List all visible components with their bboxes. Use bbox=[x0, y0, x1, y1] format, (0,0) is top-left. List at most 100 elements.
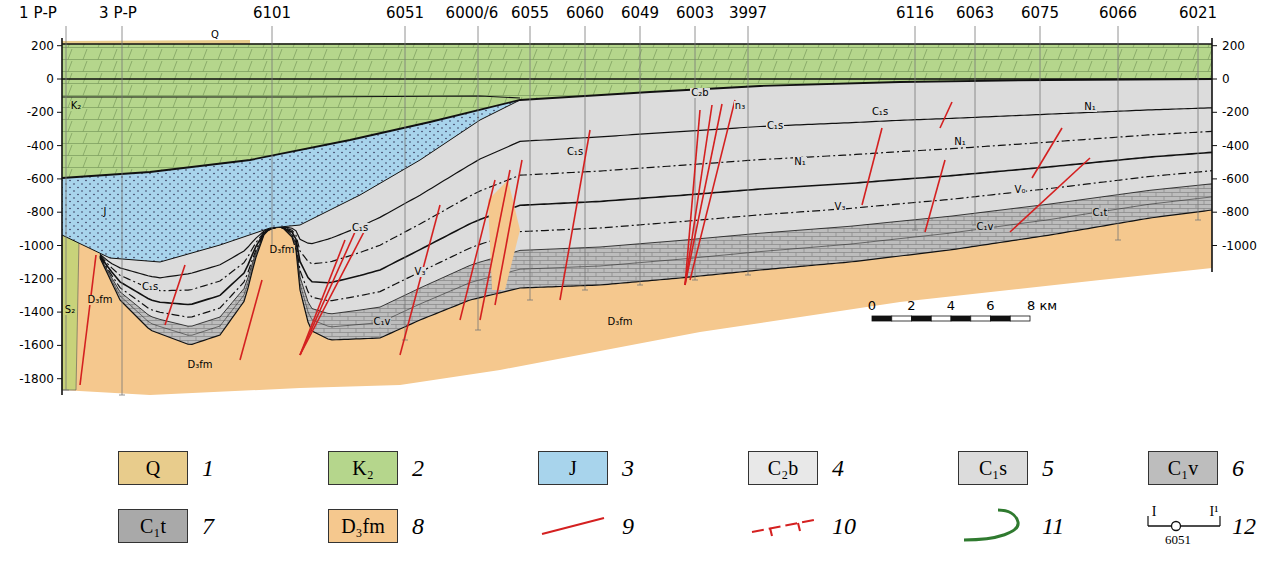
legend-number: 11 bbox=[1042, 514, 1064, 538]
profile-end bbox=[1147, 516, 1148, 526]
unit-label: C₂b bbox=[690, 88, 709, 98]
profile-line-symbol bbox=[1148, 525, 1220, 527]
well-label: 3997 bbox=[728, 6, 768, 21]
unit-label: C₁s bbox=[766, 121, 784, 131]
depth-label: -800 bbox=[1221, 206, 1250, 218]
unit-label: C₁v bbox=[373, 317, 392, 327]
well-trace bbox=[272, 26, 273, 250]
scale-bar-segment bbox=[1010, 316, 1030, 321]
fault-line bbox=[300, 240, 345, 355]
unit-label: n₃ bbox=[734, 101, 746, 111]
unit-label: N₁ bbox=[953, 137, 967, 147]
well-trace bbox=[1118, 26, 1119, 240]
legend-number: 4 bbox=[832, 456, 844, 480]
well-trace bbox=[1198, 26, 1199, 220]
well-bottom bbox=[692, 280, 698, 281]
axis-tick bbox=[57, 212, 62, 213]
unit-label: C₁s bbox=[351, 223, 369, 233]
axis-tick bbox=[57, 345, 62, 346]
unit-label: C₁s bbox=[566, 147, 584, 157]
legend-number: 7 bbox=[202, 514, 214, 538]
well-trace bbox=[405, 26, 406, 340]
fault-line bbox=[240, 280, 262, 360]
scale-label: 6 bbox=[985, 299, 995, 312]
legend-unit-label: J bbox=[568, 458, 578, 478]
well-trace bbox=[530, 26, 531, 300]
fault-line bbox=[300, 228, 366, 355]
well-trace bbox=[695, 26, 696, 280]
well-label: 6051 bbox=[385, 6, 425, 21]
well-bottom bbox=[1037, 220, 1043, 221]
well-label: 6021 bbox=[1178, 6, 1218, 21]
depth-label: -800 bbox=[26, 206, 55, 218]
axis-tick bbox=[1212, 79, 1217, 80]
well-label: 6003 bbox=[675, 6, 715, 21]
depth-label: -400 bbox=[1221, 140, 1250, 152]
fault-line bbox=[460, 180, 495, 320]
scale-label: 0 bbox=[867, 299, 877, 312]
depth-label: -1600 bbox=[18, 339, 55, 351]
well-bottom bbox=[475, 330, 481, 331]
axis-tick bbox=[1212, 245, 1217, 246]
legend-unit-label: Q bbox=[145, 458, 161, 478]
scale-bar-segment bbox=[931, 316, 951, 321]
fault-line bbox=[690, 100, 735, 280]
fault-line bbox=[940, 102, 952, 128]
fault-line bbox=[300, 232, 355, 355]
depth-label: 200 bbox=[1221, 40, 1246, 52]
well-trace bbox=[66, 26, 67, 390]
unit-label: D₃fm bbox=[87, 295, 114, 305]
well-label: 3 Р-Р bbox=[98, 6, 138, 21]
fault-line bbox=[80, 255, 96, 385]
axis-tick bbox=[57, 178, 62, 179]
well-symbol bbox=[1172, 522, 1181, 531]
legend-unit-label: C₁t bbox=[139, 516, 167, 536]
well-trace bbox=[122, 26, 123, 395]
scale-bar-segment bbox=[872, 316, 892, 321]
fault-line bbox=[685, 104, 722, 285]
well-bottom bbox=[912, 230, 918, 231]
legend-number: 3 bbox=[622, 456, 634, 480]
unit-label: J bbox=[103, 207, 108, 217]
well-trace bbox=[975, 26, 976, 225]
axis-tick bbox=[1212, 145, 1217, 146]
silurian-strip bbox=[62, 235, 79, 390]
depth-label: -1800 bbox=[18, 373, 55, 385]
scale-bar-segment bbox=[991, 316, 1011, 321]
well-trace bbox=[640, 26, 641, 285]
unit-label: D₃fm bbox=[269, 245, 296, 255]
unit-label: C₁v bbox=[976, 222, 995, 232]
unit-label: V₀ bbox=[1014, 185, 1027, 195]
well-bottom bbox=[63, 390, 69, 391]
sea-level-line bbox=[62, 78, 1212, 80]
well-number-label: 6051 bbox=[1164, 533, 1192, 546]
well-label: 6055 bbox=[510, 6, 550, 21]
unit-label: K₂ bbox=[70, 101, 83, 111]
profile-end-label: I bbox=[1151, 505, 1158, 519]
legend-unit-label: D₃fm bbox=[340, 516, 386, 536]
well-trace bbox=[478, 26, 479, 330]
unit-label: S₂ bbox=[64, 305, 76, 315]
well-bottom bbox=[402, 340, 408, 341]
depth-label: -600 bbox=[1221, 173, 1250, 185]
depth-label: 200 bbox=[30, 40, 55, 52]
legend-number: 5 bbox=[1042, 456, 1054, 480]
unit-label: V₃ bbox=[414, 267, 427, 277]
axis-tick bbox=[1212, 112, 1217, 113]
legend-number: 8 bbox=[412, 514, 424, 538]
axis-tick bbox=[57, 278, 62, 279]
axis-tick bbox=[57, 112, 62, 113]
well-trace bbox=[1040, 26, 1041, 220]
unit-label: N₁ bbox=[1083, 102, 1097, 112]
axis-tick bbox=[1212, 45, 1217, 46]
ground-surface bbox=[62, 43, 1212, 45]
unit-label: C₁s bbox=[141, 282, 159, 292]
legend-number: 10 bbox=[832, 514, 856, 538]
cretaceous-base bbox=[62, 79, 1212, 178]
fault-line bbox=[1010, 158, 1090, 232]
scale-bar-segment bbox=[892, 316, 912, 321]
depth-label: -1000 bbox=[1221, 240, 1258, 252]
well-bottom bbox=[1115, 240, 1121, 241]
unit-label: C₁t bbox=[1092, 208, 1109, 218]
legend-unit-label: C₁s bbox=[978, 458, 1008, 478]
